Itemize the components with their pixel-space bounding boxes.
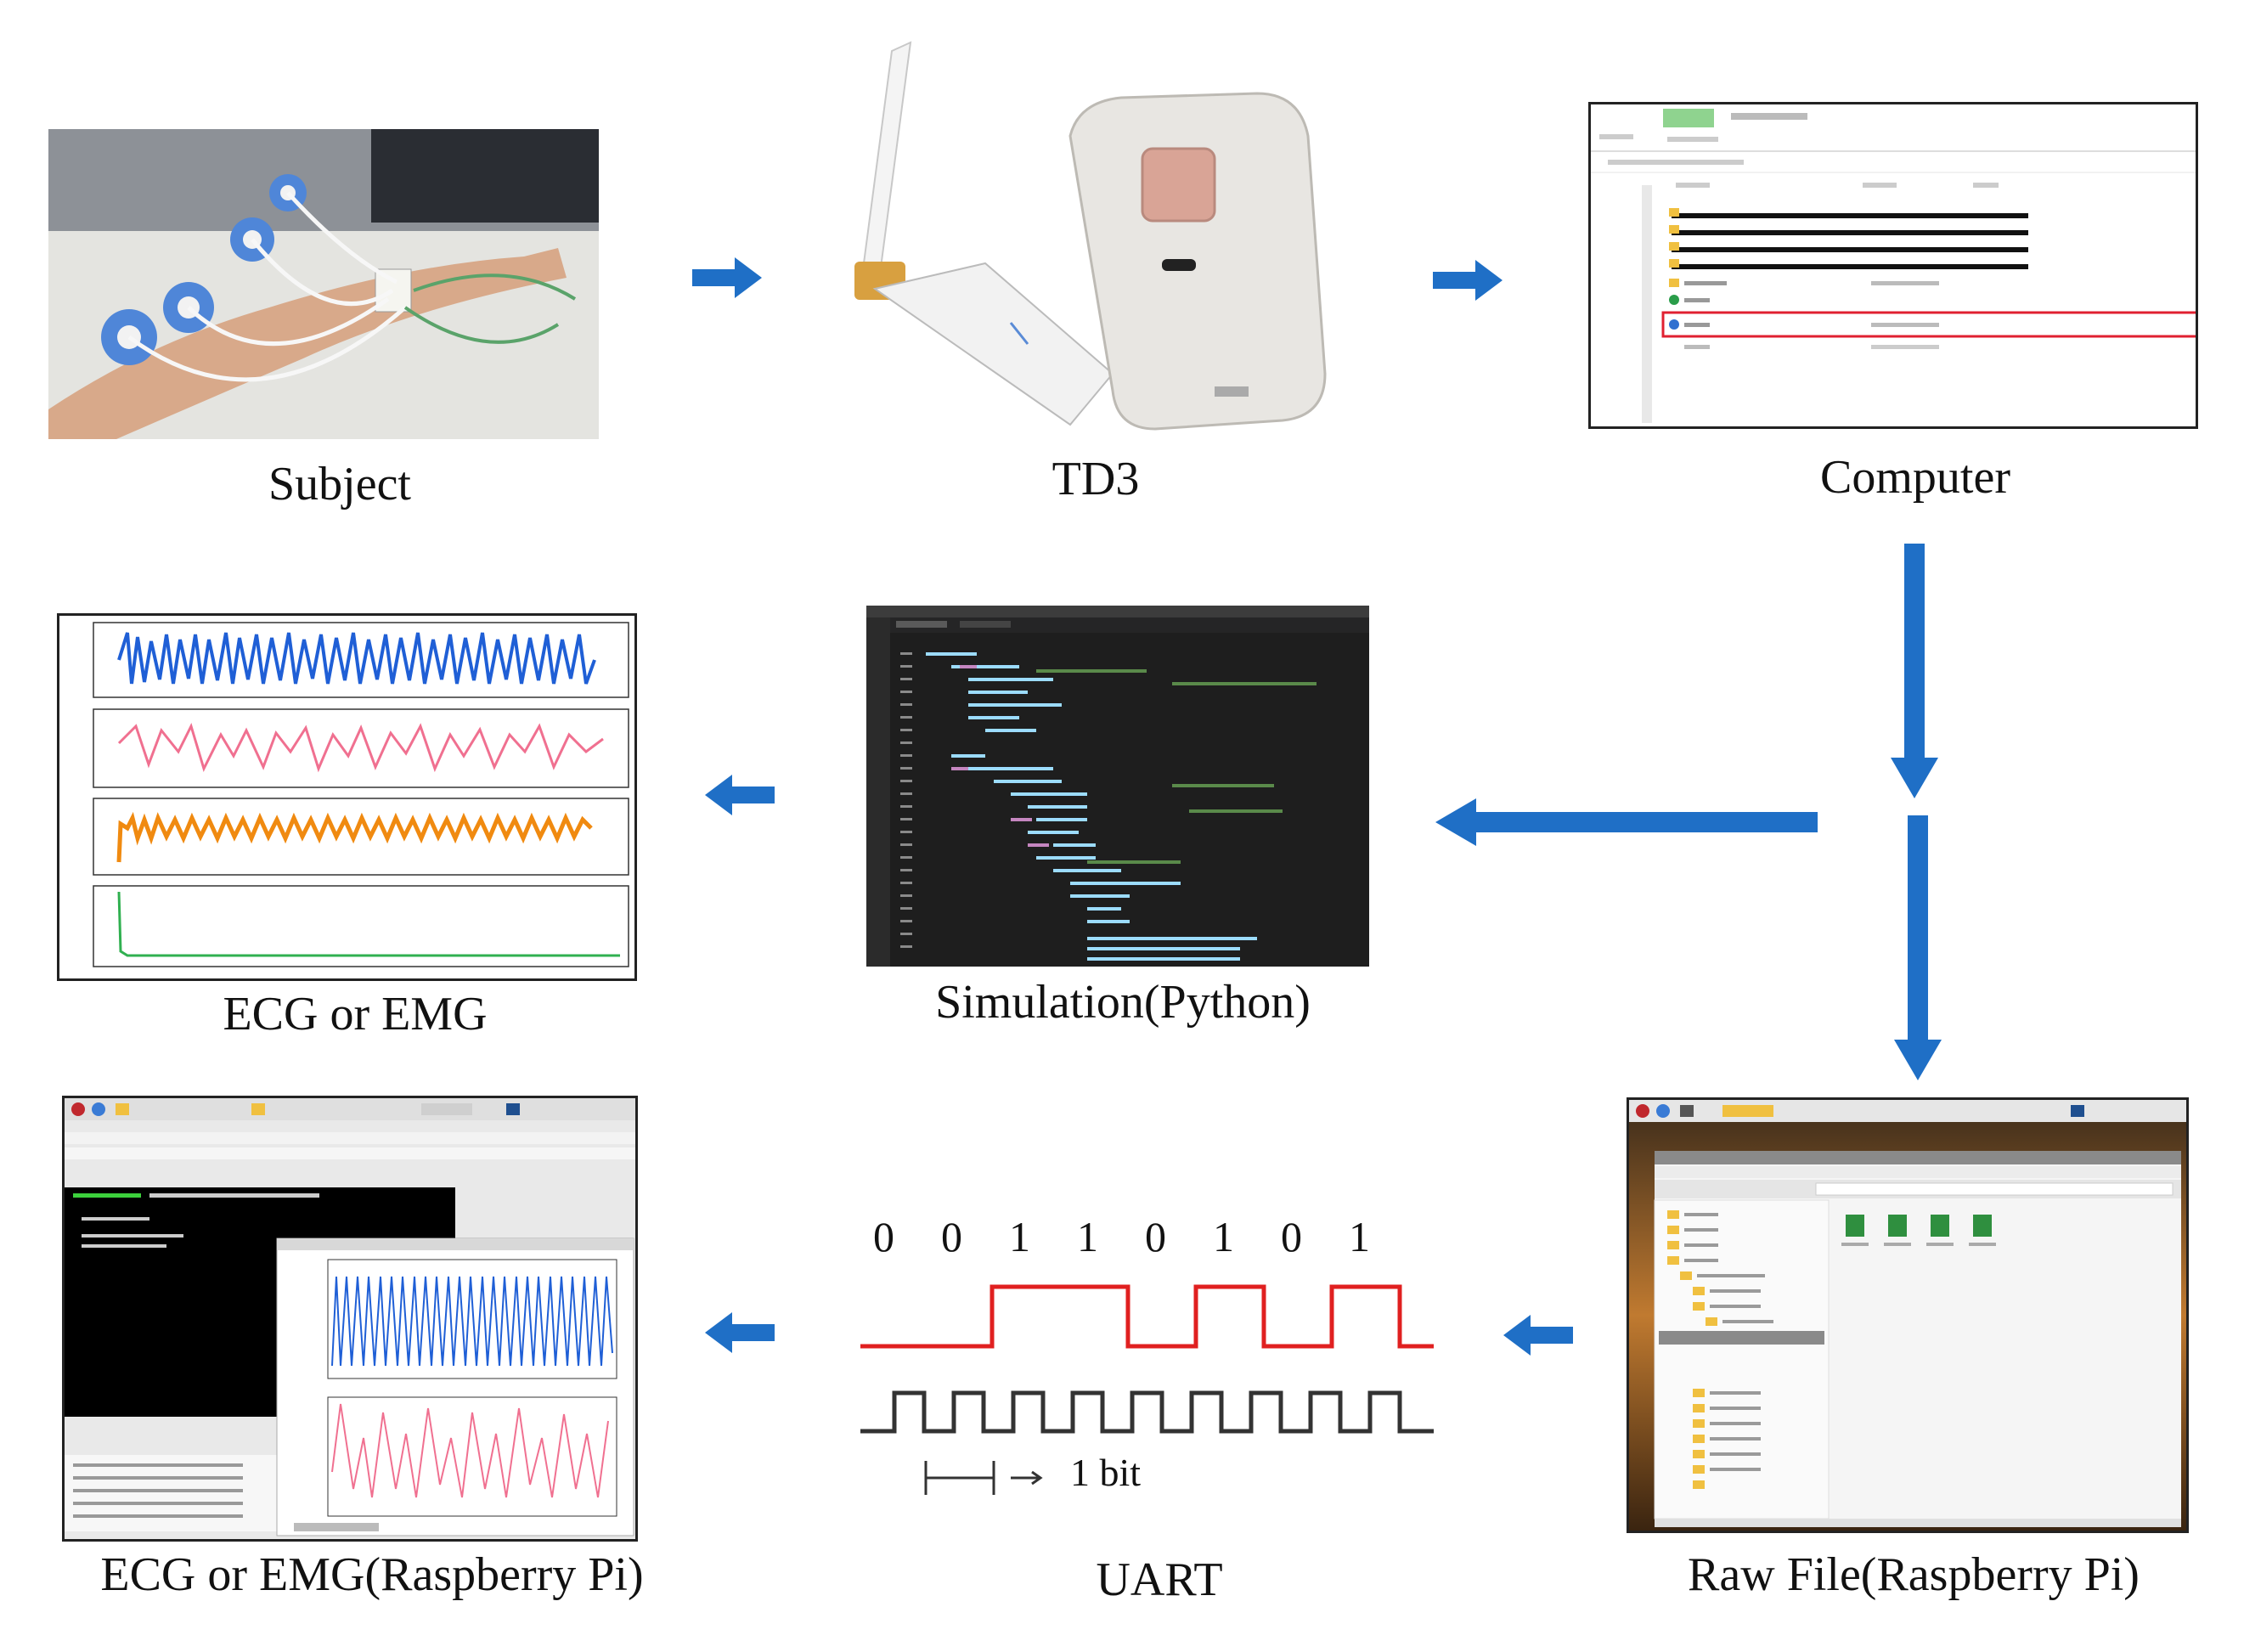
- ecg-emg-plots: [57, 613, 637, 981]
- uart-bit: 0: [1281, 1213, 1302, 1260]
- uart-bit: 1: [1213, 1213, 1234, 1260]
- arrow-uart-to-pi-ecg: [705, 1312, 775, 1353]
- uart-bit: 1: [1077, 1213, 1098, 1260]
- bit-width-marker: [924, 1461, 1043, 1495]
- bit-width-label: 1 bit: [1070, 1451, 1142, 1494]
- subject-label: Subject: [268, 458, 411, 510]
- ecg-emg-pi-label: ECG or EMG(Raspberry Pi): [100, 1548, 644, 1601]
- pi-ecg-blue-trace: [331, 1276, 613, 1367]
- uart-bit-values: 0 0 1 1 0 1 0 1: [845, 1212, 1457, 1271]
- arrow-junction-to-simulation: [1435, 798, 1818, 846]
- ecg-blue-trace: [117, 632, 596, 685]
- computer-file-explorer: [1588, 102, 2198, 429]
- ecg-pink-trace: [117, 722, 604, 773]
- raw-file-pi-label: Raw File(Raspberry Pi): [1688, 1548, 2140, 1601]
- arrow-computer-down: [1891, 544, 1938, 798]
- arrow-junction-to-raw-file: [1894, 815, 1942, 1080]
- pi-ecg-pink-trace: [331, 1403, 609, 1498]
- uart-bit: 1: [1009, 1213, 1030, 1260]
- uart-bit: 0: [873, 1213, 894, 1260]
- raspberry-pi-file-manager: [1627, 1097, 2189, 1533]
- ecg-green-trace: [117, 891, 620, 957]
- arrow-simulation-to-ecg: [705, 775, 775, 815]
- uart-data-signal: [860, 1284, 1434, 1349]
- uart-label: UART: [1096, 1553, 1223, 1606]
- arrow-subject-to-td3: [692, 257, 762, 298]
- ecg-emg-label: ECG or EMG: [223, 988, 488, 1040]
- raspberry-pi-ecg-screen: [62, 1096, 638, 1542]
- td3-label: TD3: [1052, 453, 1140, 505]
- computer-label: Computer: [1820, 451, 2010, 504]
- td3-device-image: [815, 34, 1342, 442]
- uart-clock-signal: [860, 1390, 1434, 1434]
- uart-bit: 0: [1145, 1213, 1166, 1260]
- subject-photo: [48, 129, 599, 439]
- arrow-raw-file-to-uart: [1503, 1315, 1573, 1356]
- uart-diagram: 0 0 1 1 0 1 0 1 1 bit: [845, 1202, 1457, 1516]
- simulation-label: Simulation(Python): [935, 976, 1311, 1029]
- uart-bit: 0: [941, 1213, 962, 1260]
- simulation-code-editor: [866, 606, 1369, 967]
- arrow-td3-to-computer: [1433, 260, 1503, 301]
- ecg-orange-trace: [116, 811, 593, 863]
- uart-bit: 1: [1349, 1213, 1370, 1260]
